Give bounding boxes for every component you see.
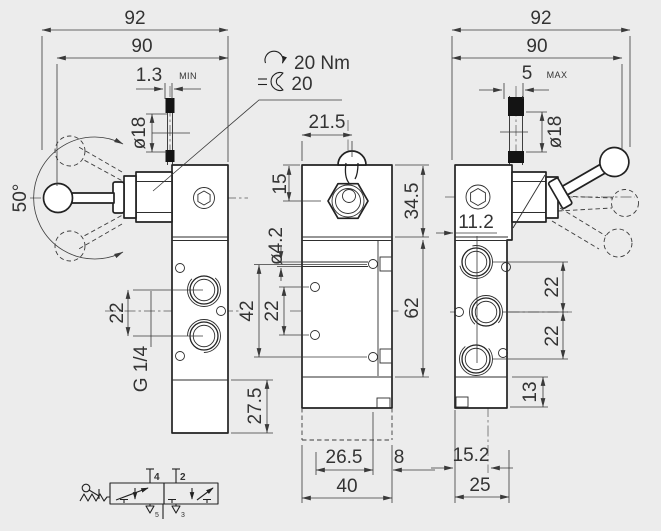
- port-label-3: 3: [181, 512, 185, 519]
- dim-label-22-right-lower: 22: [542, 325, 563, 346]
- lever-knob-front: [337, 150, 367, 166]
- stem-indicator-right: [508, 96, 524, 165]
- flow-paths: [115, 487, 214, 503]
- lever-assembly-left: [42, 171, 173, 223]
- ports-right: [454, 245, 511, 376]
- dim-label-50deg: 50°: [10, 184, 31, 213]
- lever-assembly-front: [327, 150, 369, 220]
- stem-indicator: [165, 98, 175, 165]
- dim-label-min: MIN: [179, 71, 197, 81]
- torque-arrow-icon: [264, 50, 287, 64]
- dim-label-1-3: 1.3: [136, 65, 162, 86]
- lever-knob-right: [599, 146, 630, 178]
- dim-label-40: 40: [336, 476, 357, 497]
- dim-label-d4-2: ø4.2: [266, 227, 287, 265]
- port-label-4: 4: [154, 472, 160, 483]
- dim-label-d18-left: ø18: [129, 117, 150, 150]
- symbol-ports: 4 2 5 3: [145, 468, 186, 519]
- dim-label-62: 62: [402, 297, 423, 318]
- wrench-size-label: 20: [291, 74, 312, 95]
- dim-label-22-front: 22: [262, 300, 283, 321]
- wrench-icon: [258, 71, 284, 92]
- exhaust-triangle-5-icon: [145, 505, 155, 514]
- port-label-5: 5: [155, 512, 159, 519]
- dim-label-90-right: 90: [526, 36, 547, 57]
- front-view: 21.5 15 ø4.2 42 22 34.5 62: [237, 112, 435, 503]
- valve-body-left: [171, 164, 229, 434]
- lever-assembly-right: [511, 146, 630, 229]
- dim-label-11-2: 11.2: [458, 212, 494, 233]
- hex-nut-front: [327, 182, 369, 220]
- lever-actuator-icon: [79, 483, 110, 502]
- dim-label-25: 25: [469, 475, 490, 496]
- dimensions-front: 21.5 15 ø4.2 42 22 34.5 62: [237, 112, 435, 503]
- dim-label-21-5: 21.5: [309, 112, 346, 133]
- pneumatic-symbol: 4 2 5 3: [79, 468, 219, 519]
- valve-body-front: [301, 164, 393, 409]
- bottom-extension-phantom: [301, 408, 393, 441]
- dim-label-d18-right: ø18: [545, 116, 566, 149]
- exhaust-triangle-3-icon: [171, 505, 181, 514]
- dim-label-8: 8: [394, 447, 405, 468]
- hex-socket-screw-left: [193, 187, 215, 209]
- dim-label-34-5: 34.5: [402, 183, 423, 220]
- dim-label-22-left: 22: [107, 302, 128, 323]
- lever-knob: [42, 182, 74, 214]
- dim-label-92-left: 92: [124, 8, 145, 29]
- dim-label-15-2: 15.2: [453, 445, 490, 466]
- dim-label-22-right-upper: 22: [542, 276, 563, 297]
- note-leader-line: [152, 99, 342, 192]
- port-label-2: 2: [180, 472, 186, 483]
- assembly-note: 20 Nm 20: [152, 50, 350, 192]
- dim-label-90-left: 90: [131, 36, 152, 57]
- dim-label-max: MAX: [547, 70, 568, 80]
- thread-label-g14: G 1/4: [131, 345, 152, 392]
- dimensions-right: 92 90 5 MAX ø18 11.2 22 22: [431, 8, 631, 503]
- dim-label-5: 5: [522, 63, 533, 84]
- lever-swing-positions: [33, 135, 129, 262]
- dimensions-left: 92 90 1.3 MIN ø18 22 G 1/4 27.5: [10, 8, 273, 434]
- dim-label-42: 42: [237, 300, 258, 321]
- torque-note-label: 20 Nm: [294, 53, 350, 74]
- dim-label-26-5: 26.5: [326, 447, 363, 468]
- right-side-view: 92 90 5 MAX ø18 11.2 22 22: [431, 8, 639, 503]
- dim-label-15: 15: [270, 173, 291, 194]
- left-side-view: 92 90 1.3 MIN ø18 22 G 1/4 27.5: [10, 8, 273, 434]
- dim-label-27-5: 27.5: [245, 388, 266, 425]
- dim-label-92-right: 92: [530, 8, 551, 29]
- hex-socket-screw-right: [465, 184, 491, 210]
- dim-label-13: 13: [520, 381, 541, 402]
